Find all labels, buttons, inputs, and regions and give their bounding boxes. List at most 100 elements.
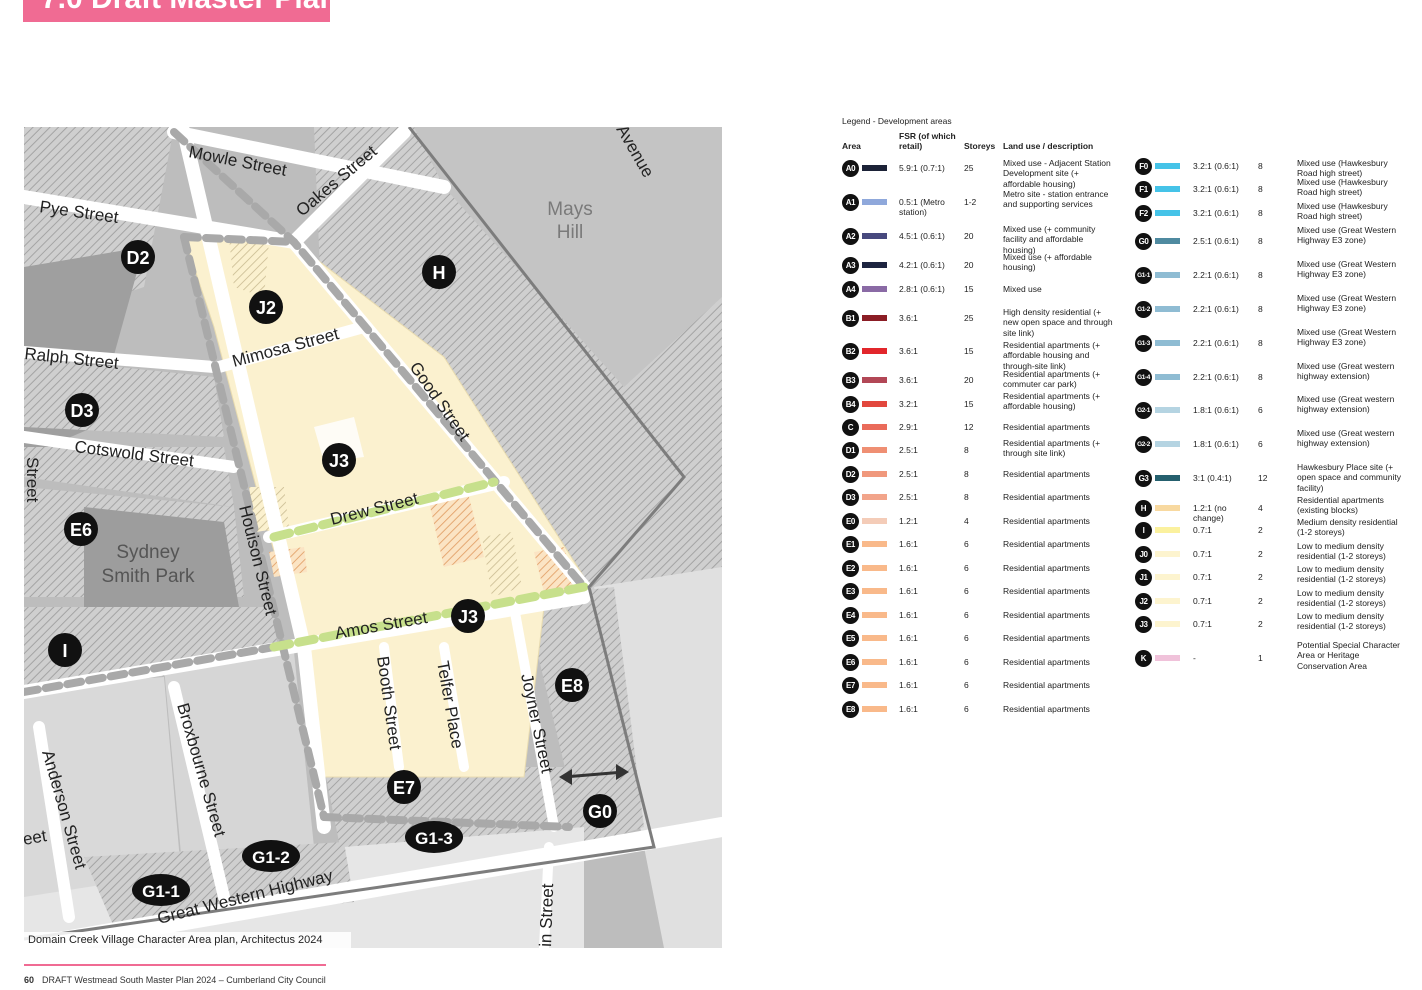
- legend-badge: G2-2: [1135, 436, 1152, 453]
- legend-storeys: 8: [1258, 304, 1263, 314]
- svg-text:G1-3: G1-3: [415, 829, 453, 848]
- label-sydney: Sydney: [116, 542, 180, 563]
- legend-description: Residential apartments: [1003, 704, 1090, 714]
- legend-description: Residential apartments (+ through site l…: [1003, 438, 1101, 459]
- legend-storeys: 6: [964, 704, 969, 714]
- svg-text:E6: E6: [70, 520, 92, 540]
- legend-description: Mixed use (Great western highway extensi…: [1297, 428, 1395, 449]
- legend-fsr: 3.2:1 (0.6:1): [1193, 161, 1239, 171]
- street-anderson: [33, 721, 75, 923]
- footer-rule: [24, 964, 326, 966]
- legend-badge: A4: [842, 281, 859, 298]
- legend-fsr: 3.6:1: [899, 313, 918, 323]
- legend-badge: F0: [1135, 158, 1152, 175]
- legend-badge: A1: [842, 194, 859, 211]
- area-tag-e6: E6: [64, 512, 98, 546]
- street-label-south-edge: in Street: [536, 883, 557, 947]
- legend-storeys: 6: [964, 586, 969, 596]
- svg-text:D3: D3: [70, 401, 93, 421]
- legend-description: Mixed use (Hawkesbury Road high street): [1297, 201, 1388, 222]
- legend-badge: E0: [842, 513, 859, 530]
- street-joyner: [509, 602, 559, 832]
- legend-fsr: 2.2:1 (0.6:1): [1193, 304, 1239, 314]
- legend-swatch: [1155, 574, 1180, 580]
- legend-description: High density residential (+ new open spa…: [1003, 307, 1113, 338]
- hatch-drew-east: [482, 532, 522, 597]
- legend-fsr: 3:1 (0.4:1): [1193, 473, 1232, 483]
- legend-description: Mixed use (Great Western Highway E3 zone…: [1297, 225, 1397, 246]
- legend-description: Low to medium density residential (1-2 s…: [1297, 611, 1386, 632]
- legend-fsr: 1.8:1 (0.6:1): [1193, 439, 1239, 449]
- legend-swatch: [1155, 340, 1180, 346]
- legend-swatch: [1155, 210, 1180, 216]
- legend-fsr: 2.5:1: [899, 445, 918, 455]
- legend-description: Residential apartments (+ affordable hou…: [1003, 391, 1101, 412]
- legend-swatch: [862, 682, 887, 688]
- street-ralph: [24, 346, 220, 373]
- legend-swatch: [1155, 272, 1180, 278]
- legend-storeys: 8: [964, 469, 969, 479]
- area-tag-e8: E8: [555, 668, 589, 702]
- legend-fsr: 1.6:1: [899, 680, 918, 690]
- legend-badge: F1: [1135, 181, 1152, 198]
- legend-swatch: [862, 199, 887, 205]
- svg-text:J2: J2: [256, 298, 276, 318]
- legend-badge: G1-3: [1135, 335, 1152, 352]
- legend-description: Mixed use (Hawkesbury Road high street): [1297, 177, 1388, 198]
- legend-fsr: 1.6:1: [899, 539, 918, 549]
- area-tag-i: I: [48, 633, 82, 667]
- area-tag-g1-1: G1-1: [132, 874, 190, 906]
- legend-storeys: 6: [964, 563, 969, 573]
- legend-storeys: 8: [964, 445, 969, 455]
- legend-fsr: 0.7:1: [1193, 525, 1212, 535]
- character-area-map[interactable]: Mays Hill Sydney Smith Park Mowle Street…: [24, 127, 722, 948]
- legend-badge: H: [1135, 500, 1152, 517]
- legend-storeys: 6: [964, 657, 969, 667]
- legend-fsr: 2.2:1 (0.6:1): [1193, 338, 1239, 348]
- legend-storeys: 6: [1258, 405, 1263, 415]
- legend-badge: K: [1135, 650, 1152, 667]
- footer-text: DRAFT Westmead South Master Plan 2024 – …: [42, 975, 326, 985]
- legend-badge: E8: [842, 701, 859, 718]
- legend-fsr: 2.2:1 (0.6:1): [1193, 372, 1239, 382]
- legend-storeys: 8: [1258, 161, 1263, 171]
- legend-swatch: [862, 518, 887, 524]
- label-smith-park: Smith Park: [102, 566, 195, 587]
- legend-swatch: [862, 315, 887, 321]
- legend-badge: G3: [1135, 470, 1152, 487]
- legend-badge: G1-2: [1135, 301, 1152, 318]
- legend-description: Residential apartments: [1003, 516, 1090, 526]
- legend-storeys: 2: [1258, 596, 1263, 606]
- legend-badge: E4: [842, 607, 859, 624]
- legend-badge: I: [1135, 522, 1152, 539]
- legend-swatch: [862, 377, 887, 383]
- street-telfer: [439, 642, 469, 772]
- legend-description: Residential apartments: [1003, 469, 1090, 479]
- legend-swatch: [862, 565, 887, 571]
- legend-header-storeys: Storeys: [964, 141, 996, 151]
- label-mays: Mays: [547, 199, 592, 220]
- area-tag-j3-north: J3: [322, 443, 356, 477]
- legend-badge: D1: [842, 442, 859, 459]
- legend-description: Mixed use (Great Western Highway E3 zone…: [1297, 327, 1397, 348]
- legend-storeys: 12: [1258, 473, 1268, 483]
- svg-text:J3: J3: [329, 451, 349, 471]
- legend-swatch: [1155, 527, 1180, 533]
- legend-swatch: [862, 471, 887, 477]
- green-link-drew: [269, 477, 499, 542]
- street-broxbourne: [168, 681, 230, 903]
- boundary-north-dots: [180, 233, 298, 246]
- legend-swatch: [1155, 407, 1180, 413]
- svg-text:I: I: [62, 641, 67, 661]
